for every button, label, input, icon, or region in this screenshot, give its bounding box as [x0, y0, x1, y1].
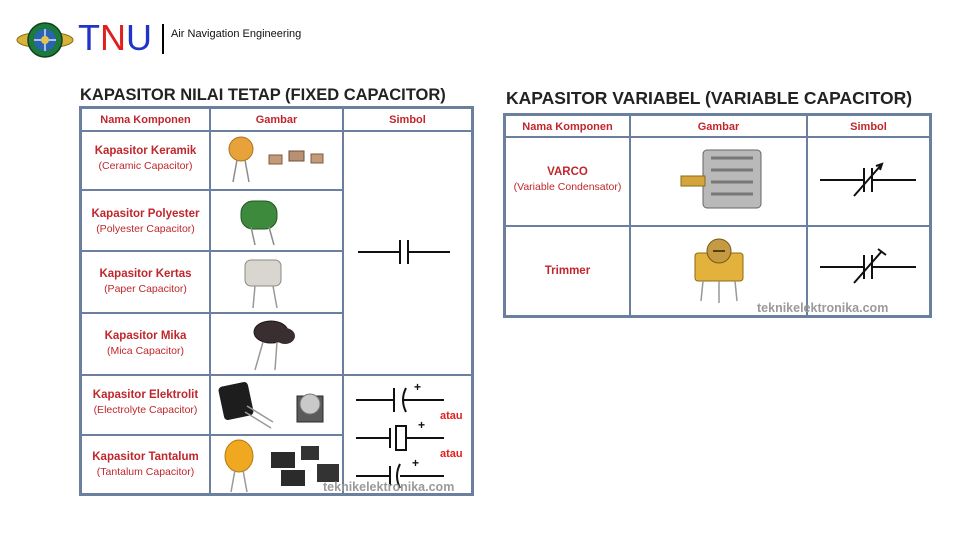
electrolyte-capacitor-image — [210, 375, 343, 435]
watermark-text: teknikelektronika.com — [323, 480, 455, 494]
row-tantalum-name: Kapasitor Tantalum(Tantalum Capacitor) — [81, 435, 210, 494]
fixed-table-title: KAPASITOR NILAI TETAP (FIXED CAPACITOR) — [80, 86, 446, 104]
variable-table-title: KAPASITOR VARIABEL (VARIABLE CAPACITOR) — [506, 88, 913, 108]
row-varco-name: VARCO(Variable Condensator) — [505, 137, 630, 226]
plus-sign: + — [418, 418, 426, 432]
header-name-column: Nama Komponen — [81, 108, 210, 131]
row-ceramic-name: Kapasitor Keramik(Ceramic Capacitor) — [81, 131, 210, 190]
mica-capacitor-image — [210, 313, 343, 375]
row-mica-name: Kapasitor Mika(Mica Capacitor) — [81, 313, 210, 375]
varco-image — [630, 137, 807, 226]
header-subtitle: Air Navigation Engineering — [171, 28, 302, 40]
row-electrolyte-name: Kapasitor Elektrolit(Electrolyte Capacit… — [81, 375, 210, 435]
row-paper-name: Kapasitor Kertas(Paper Capacitor) — [81, 251, 210, 313]
brand-divider — [162, 24, 164, 54]
header-symbol-column: Simbol — [343, 108, 472, 131]
paper-capacitor-image — [210, 251, 343, 313]
trimmer-symbol-cell — [807, 226, 930, 316]
plus-sign: + — [412, 456, 420, 470]
trimmer-image — [630, 226, 807, 316]
header-symbol-column: Simbol — [807, 115, 930, 137]
nonpolar-capacitor-symbol-icon — [358, 240, 450, 264]
fixed-capacitor-table: Nama Komponen Gambar Simbol Kapasitor Ke… — [79, 106, 474, 496]
brand-logo-text: TNU — [78, 17, 152, 58]
plus-sign: + — [414, 380, 422, 394]
tnu-emblem-icon — [16, 18, 74, 62]
trimmer-capacitor-symbol-icon — [820, 248, 916, 284]
row-trimmer-name: Trimmer — [505, 226, 630, 316]
tantalum-capacitor-image — [210, 435, 343, 494]
atau-label: atau — [440, 410, 463, 422]
fixed-capacitor-symbol-cell — [343, 131, 472, 375]
variable-capacitor-table: Nama Komponen Gambar Simbol VARCO(Variab… — [503, 113, 932, 318]
row-polyester-name: Kapasitor Polyester(Polyester Capacitor) — [81, 190, 210, 251]
header-name-column: Nama Komponen — [505, 115, 630, 137]
header-image-column: Gambar — [630, 115, 807, 137]
varco-symbol-cell — [807, 137, 930, 226]
variable-capacitor-symbol-icon — [820, 162, 916, 197]
polarized-capacitor-symbol-cell: + + + atau atau — [343, 375, 472, 494]
watermark-text: teknikelektronika.com — [757, 301, 889, 315]
polarized-capacitor-symbols-icon — [356, 387, 444, 489]
atau-label: atau — [440, 448, 463, 460]
ceramic-capacitor-image — [210, 131, 343, 190]
polyester-capacitor-image — [210, 190, 343, 251]
header-image-column: Gambar — [210, 108, 343, 131]
